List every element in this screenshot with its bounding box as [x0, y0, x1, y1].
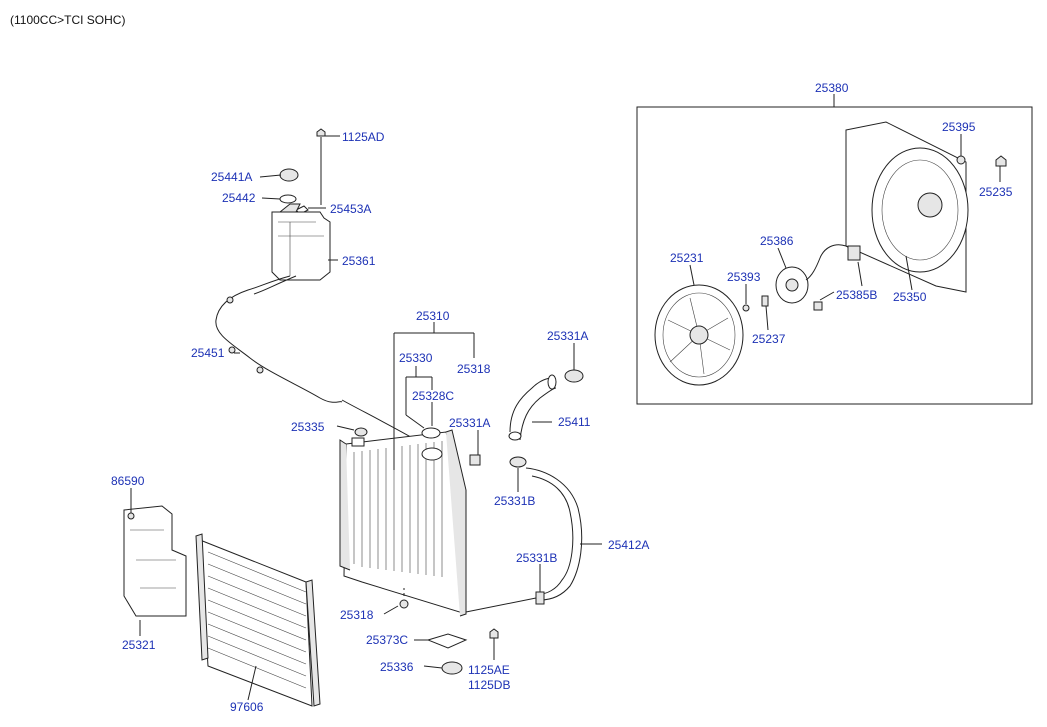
label-25331A-top[interactable]: 25331A	[547, 329, 588, 343]
label-86590[interactable]: 86590	[111, 474, 145, 488]
label-25231[interactable]: 25231	[670, 251, 704, 265]
drain-plug-icon	[399, 599, 409, 609]
washer-icon	[742, 304, 750, 312]
hose-clamp-icon-3	[509, 456, 527, 468]
bolt-icon-2	[489, 628, 499, 639]
reservoir-illustration	[215, 128, 431, 449]
motor-bracket-icon	[761, 295, 769, 307]
condenser-illustration	[123, 505, 321, 707]
guard-bolt-icon	[127, 512, 135, 520]
label-25442[interactable]: 25442	[222, 191, 256, 205]
label-25235[interactable]: 25235	[979, 185, 1013, 199]
lower-bracket-icon	[426, 633, 468, 649]
leader-lines	[130, 134, 1001, 701]
label-1125AD[interactable]: 1125AD	[342, 130, 385, 144]
hose-clamp-icon	[564, 369, 584, 383]
hose-clamp-icon-2	[469, 454, 481, 466]
label-25237[interactable]: 25237	[752, 332, 786, 346]
label-fan-assembly[interactable]: 25380	[815, 81, 849, 95]
label-25335[interactable]: 25335	[291, 420, 325, 434]
insulator-icon	[441, 661, 463, 675]
label-25411[interactable]: 25411	[558, 415, 591, 429]
label-25318-top[interactable]: 25318	[457, 362, 491, 376]
label-25336[interactable]: 25336	[380, 660, 414, 674]
condenser-core-icon	[199, 539, 313, 707]
fan-illustration	[654, 121, 1007, 386]
label-25453A[interactable]: 25453A	[330, 202, 371, 216]
bolt-icon	[316, 128, 326, 137]
radiator-illustration	[339, 427, 467, 617]
label-25328C[interactable]: 25328C	[412, 389, 454, 403]
label-25331B-top[interactable]: 25331B	[494, 494, 535, 508]
radiator-cap-icon	[354, 427, 368, 437]
reservoir-cap-icon	[279, 168, 299, 182]
part-labels: 25380 25441A 25442 1125AD 25453A 25361 2…	[111, 81, 1013, 714]
label-25330[interactable]: 25330	[399, 351, 433, 365]
label-25331B-bottom[interactable]: 25331B	[516, 551, 557, 565]
screw-icon	[956, 155, 966, 165]
label-25386[interactable]: 25386	[760, 234, 794, 248]
shroud-hub-icon	[917, 192, 943, 218]
label-25350[interactable]: 25350	[893, 290, 927, 304]
packing-ring-icon	[279, 194, 297, 204]
label-25321[interactable]: 25321	[122, 638, 156, 652]
oring-icon	[421, 427, 441, 439]
cap-mount-icon	[351, 437, 365, 447]
lower-bracket-illustration	[426, 628, 499, 675]
guard-icon	[123, 505, 187, 617]
label-25361[interactable]: 25361	[342, 254, 376, 268]
harness-icon	[805, 244, 857, 281]
label-25393[interactable]: 25393	[727, 270, 761, 284]
label-25318-bottom[interactable]: 25318	[340, 608, 374, 622]
fan-assembly-group	[636, 94, 1033, 405]
hoses-illustration	[465, 369, 584, 613]
engine-spec-header: (1100CC>TCI SOHC)	[10, 13, 125, 27]
reservoir-tank-icon	[271, 211, 331, 281]
hose-clamp-icon-4	[535, 591, 545, 605]
bolt-icon-4	[813, 301, 823, 311]
label-25412A[interactable]: 25412A	[608, 538, 649, 552]
connector-icon	[847, 245, 861, 261]
label-97606[interactable]: 97606	[230, 700, 264, 714]
label-25395[interactable]: 25395	[942, 120, 976, 134]
label-25373C[interactable]: 25373C	[366, 633, 408, 647]
label-1125AE[interactable]: 1125AE	[468, 663, 510, 677]
label-1125DB[interactable]: 1125DB	[468, 678, 510, 692]
label-25441A[interactable]: 25441A	[211, 170, 252, 184]
label-25310[interactable]: 25310	[416, 309, 450, 323]
label-25385B[interactable]: 25385B	[836, 288, 877, 302]
label-25451[interactable]: 25451	[191, 346, 225, 360]
filler-neck-icon	[421, 447, 443, 461]
label-25331A-mid[interactable]: 25331A	[449, 416, 490, 430]
bolt-icon-3	[995, 155, 1007, 167]
